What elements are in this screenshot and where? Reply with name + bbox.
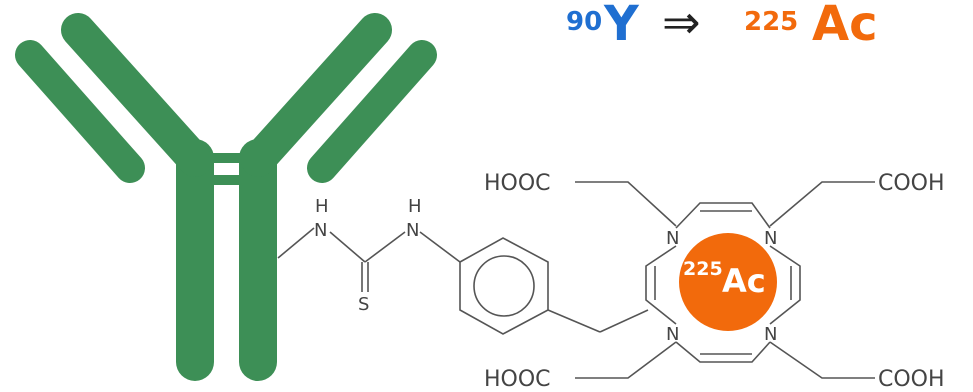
- bond-nh-ring: [419, 231, 461, 263]
- arm-bottom-right: [769, 341, 875, 379]
- acid-label-top-left: HOOC: [484, 171, 551, 196]
- bond-ring-ch2: [547, 309, 601, 333]
- arm-top-left: [575, 181, 677, 227]
- bond-c-nh: [364, 231, 406, 263]
- acid-label-top-right: COOH: [878, 171, 945, 196]
- ring-top-bridge: [675, 202, 771, 229]
- from-isotope-symbol: Y: [603, 0, 640, 52]
- bond-antibody-nh: [277, 227, 315, 259]
- metal-mass: 225: [683, 258, 723, 280]
- ring-left-bridge: [645, 245, 677, 325]
- benzene-aromatic-circle: [473, 255, 535, 317]
- antibody-light-chain-right: [307, 40, 437, 183]
- benzene-ring: [459, 237, 649, 335]
- isotope-header: 90 Y ⇒ 225 Ac: [566, 0, 878, 52]
- actinium-225-atom: 225 Ac: [679, 233, 777, 331]
- swap-arrow: ⇒: [662, 0, 701, 49]
- to-isotope-mass: 225: [744, 7, 798, 37]
- linker-sulfur: S: [358, 294, 369, 315]
- linker-h-2: H: [408, 196, 422, 217]
- bond-nh-c: [329, 231, 366, 263]
- ring-n-top-left: N: [666, 228, 679, 249]
- acid-label-bottom-left: HOOC: [484, 367, 551, 392]
- bond-ch2-macrocycle: [599, 309, 649, 333]
- from-isotope-mass: 90: [566, 7, 602, 37]
- dota-macrocycle: [575, 181, 875, 379]
- ring-right-bridge: [769, 245, 801, 325]
- metal-symbol: Ac: [722, 262, 766, 300]
- arm-bottom-left: [575, 341, 677, 379]
- antibody-icon: [15, 13, 437, 381]
- arm-top-right: [769, 181, 875, 227]
- ring-n-bottom-right: N: [764, 324, 777, 345]
- thiourea-linker: [277, 227, 461, 292]
- antibody-heavy-arm-right: [241, 13, 392, 177]
- linker-h-1: H: [315, 196, 329, 217]
- antibody-heavy-arm-left: [61, 13, 212, 177]
- acid-label-bottom-right: COOH: [878, 367, 945, 392]
- metal-circle: [679, 233, 777, 331]
- ring-bottom-bridge: [675, 341, 771, 363]
- ring-n-top-right: N: [764, 228, 777, 249]
- linker-n-1: N: [314, 220, 327, 241]
- to-isotope-symbol: Ac: [812, 0, 878, 52]
- linker-n-2: N: [406, 220, 419, 241]
- ring-n-bottom-left: N: [666, 324, 679, 345]
- antibody-light-chain-left: [15, 40, 145, 183]
